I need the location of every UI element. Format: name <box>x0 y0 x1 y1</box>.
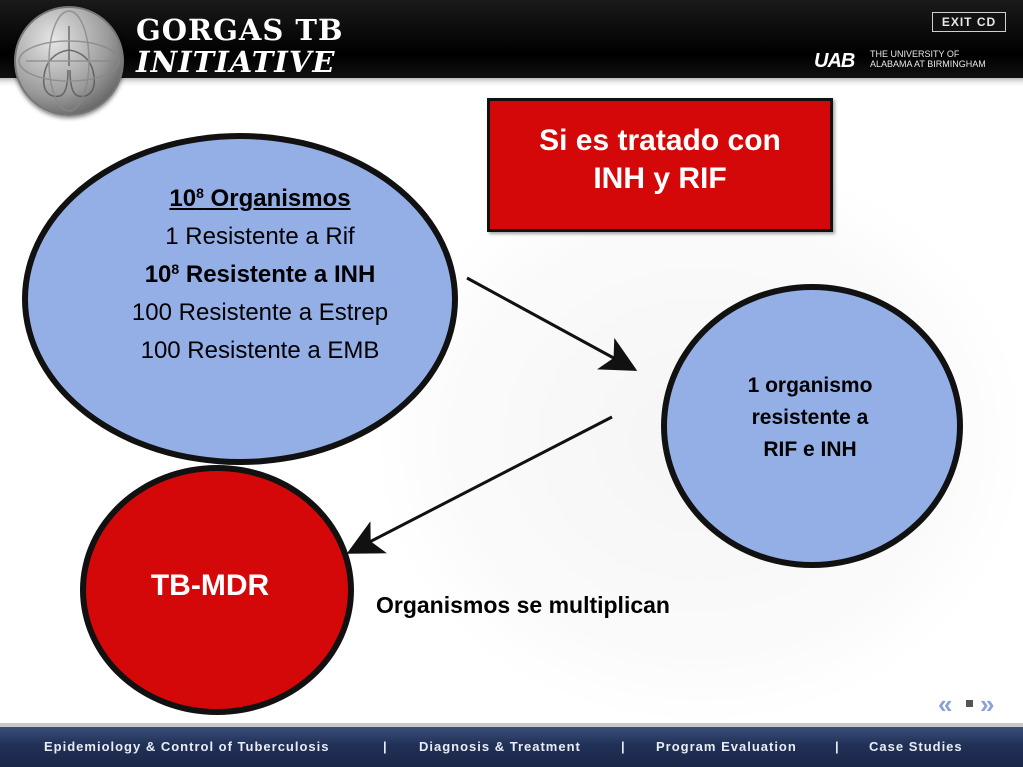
uab-line1: THE UNIVERSITY OF <box>870 49 960 59</box>
organisms-title: 108 Organismos <box>169 185 351 212</box>
arrow-to-resistant <box>466 276 638 371</box>
footer-link-epidemiology[interactable]: Epidemiology & Control of Tuberculosis <box>44 739 330 754</box>
uab-text: THE UNIVERSITY OF ALABAMA AT BIRMINGHAM <box>870 49 1023 69</box>
footer-separator: | <box>383 739 388 754</box>
resistant-line3: RIF e INH <box>763 438 857 461</box>
organisms-ellipse <box>22 133 458 465</box>
organisms-line1: 1 Resistente a Rif <box>165 223 355 250</box>
resistant-line2: resistente a <box>751 406 869 429</box>
footer-separator: | <box>835 739 840 754</box>
treatment-box <box>487 98 833 232</box>
footer-link-diagnosis[interactable]: Diagnosis & Treatment <box>419 739 581 754</box>
multiply-caption: Organismos se multiplican <box>376 592 670 618</box>
slide-navigation: « » <box>938 690 1002 718</box>
header-bar <box>0 0 1023 78</box>
resistant-organism-text: 1 organismo resistente a RIF e INH <box>700 370 920 466</box>
treatment-text: Si es tratado con INH y RIF <box>490 122 830 198</box>
footer-separator: | <box>621 739 626 754</box>
brand-line1: GORGAS TB <box>136 13 344 47</box>
lung-globe-logo-icon <box>14 6 124 116</box>
organisms-line3: 100 Resistente a Estrep <box>131 299 389 326</box>
treatment-line2: INH y RIF <box>593 162 727 195</box>
footer-bar: Epidemiology & Control of Tuberculosis |… <box>0 727 1023 767</box>
double-chevron-right-icon[interactable]: » <box>980 689 995 719</box>
tb-mdr-label: TB-MDR <box>150 569 270 602</box>
organisms-text: 108 Organismos 1 Resistente a Rif 108 Re… <box>80 180 440 370</box>
square-dot-icon[interactable] <box>966 700 973 707</box>
header-rule <box>0 78 1023 86</box>
footer-link-program-evaluation[interactable]: Program Evaluation <box>656 739 797 754</box>
treatment-line1: Si es tratado con <box>539 124 781 157</box>
organisms-line4: 100 Resistente a EMB <box>140 337 380 364</box>
resistant-line1: 1 organismo <box>747 374 873 397</box>
tb-mdr-ellipse <box>80 465 354 715</box>
exit-cd-button[interactable]: EXIT CD <box>932 12 1006 32</box>
brand-title: GORGAS TB INITIATIVE <box>136 14 344 78</box>
footer-link-case-studies[interactable]: Case Studies <box>869 739 963 754</box>
uab-mark: UAB <box>814 50 855 72</box>
double-chevron-left-icon[interactable]: « <box>938 689 953 719</box>
uab-line2: ALABAMA AT BIRMINGHAM <box>870 59 986 69</box>
brand-line2: INITIATIVE <box>136 45 336 79</box>
organisms-line2: 108 Resistente a INH <box>144 261 376 288</box>
arrow-to-mdr <box>346 415 613 554</box>
footer-rule <box>0 723 1023 727</box>
resistant-organism-ellipse <box>661 284 963 568</box>
